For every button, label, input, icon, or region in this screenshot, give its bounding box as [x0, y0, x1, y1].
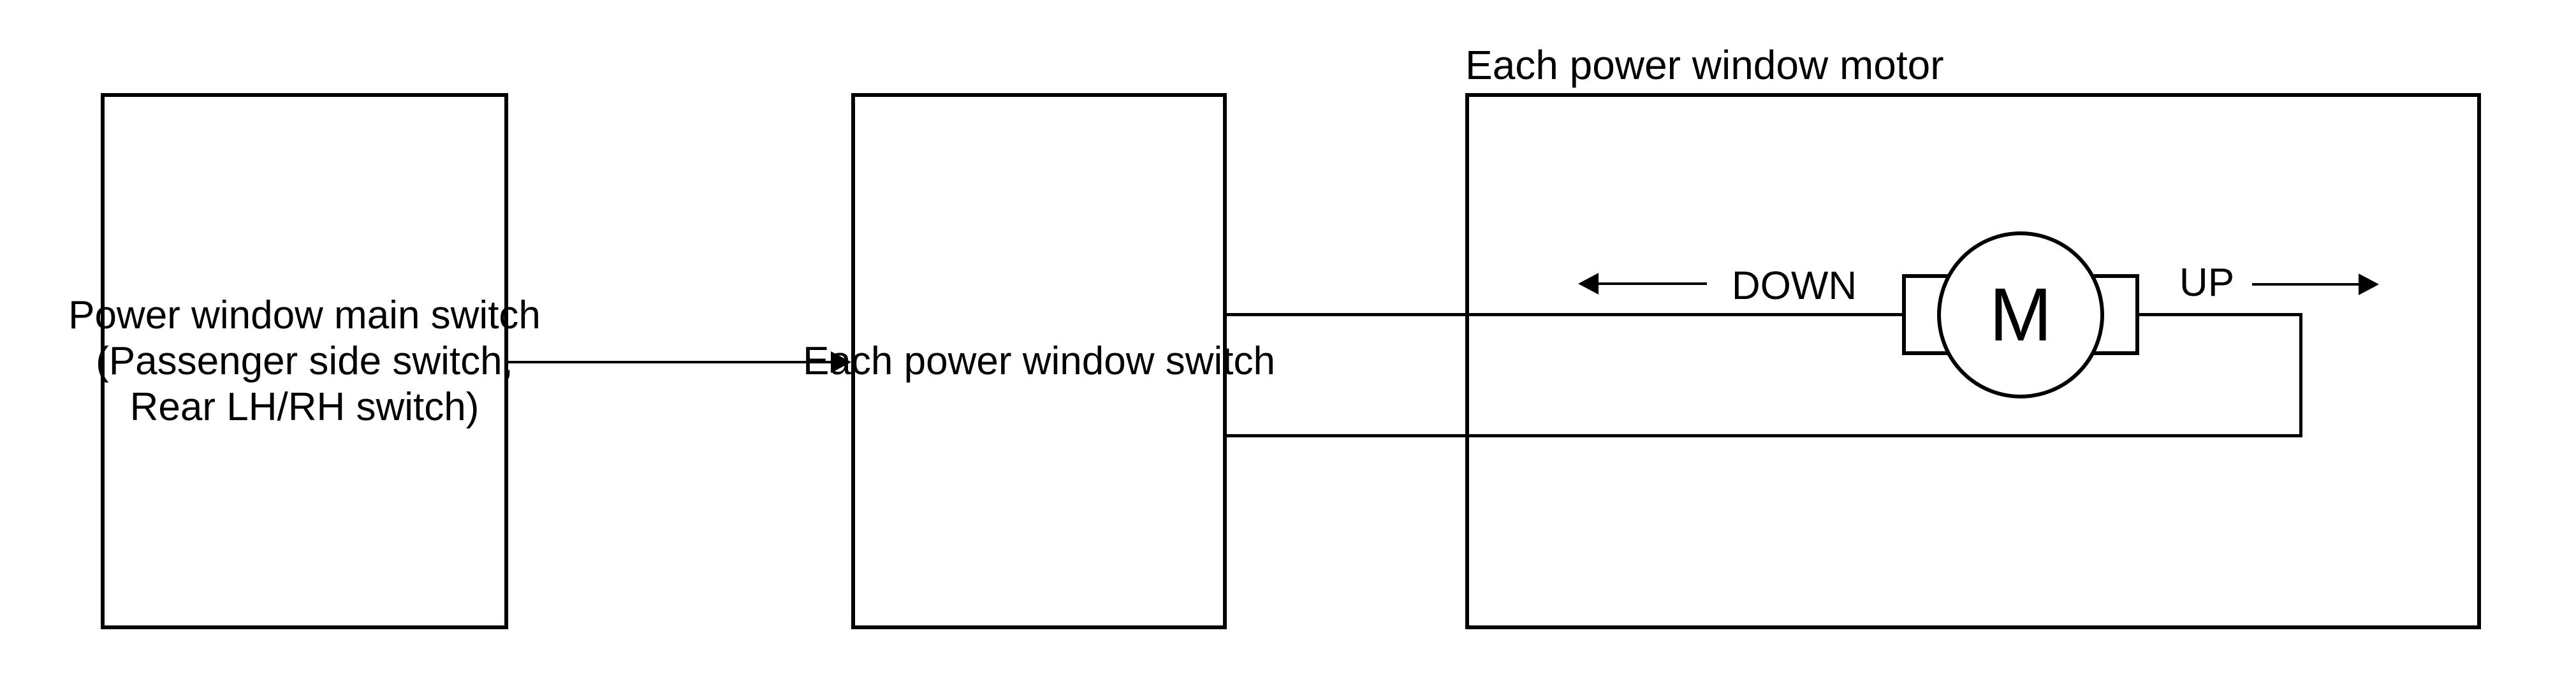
motor-circle: M [1937, 231, 2104, 398]
main-switch-label-line1: Power window main switch [68, 293, 541, 337]
wire-right [2139, 313, 2299, 316]
wire-upper [1227, 313, 1902, 316]
each-switch-label: Each power window switch [803, 339, 1275, 383]
main-to-switch-arrow-shaft [508, 361, 832, 363]
main-switch-box: Power window main switch (Passenger side… [68, 93, 541, 629]
main-switch-label: Power window main switch (Passenger side… [68, 293, 541, 430]
motor-letter: M [1989, 273, 2053, 357]
down-label: DOWN [1731, 264, 1857, 308]
motor-box-title: Each power window motor [1465, 42, 1944, 88]
up-label: UP [2179, 261, 2235, 305]
main-switch-label-line3: Rear LH/RH switch) [129, 384, 479, 429]
each-switch-box: Each power window switch [803, 93, 1275, 629]
wire-vertical [2299, 313, 2302, 437]
main-to-switch-arrowhead-icon [831, 351, 851, 373]
wire-lower [1227, 434, 2302, 437]
down-arrow-shaft [1597, 282, 1707, 285]
main-switch-label-line2: (Passenger side switch, [96, 339, 513, 383]
up-arrow-icon [2359, 274, 2379, 295]
down-arrow-icon [1578, 273, 1599, 295]
up-arrow-shaft [2252, 283, 2361, 286]
